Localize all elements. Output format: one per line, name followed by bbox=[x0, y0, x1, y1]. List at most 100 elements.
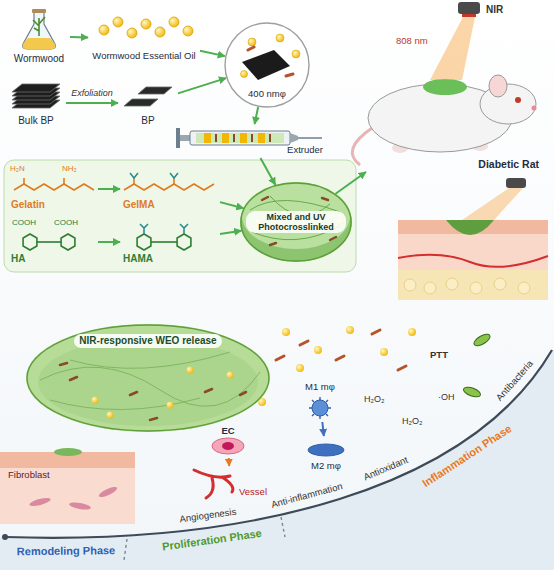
mixing-panel bbox=[4, 160, 356, 272]
bp-nanosheets bbox=[138, 87, 172, 94]
phase-label: Remodeling Phase bbox=[16, 544, 115, 558]
extruder-syringe bbox=[258, 133, 265, 143]
released-particles bbox=[346, 326, 354, 334]
skin-section bbox=[446, 220, 494, 235]
polymer-structure bbox=[137, 234, 151, 250]
hydrogel-release-body bbox=[26, 324, 270, 432]
nanocomposite-content bbox=[242, 50, 290, 80]
flow-arrow bbox=[260, 158, 275, 185]
node-text: Wormwood Essential Oil bbox=[92, 51, 195, 62]
bacteria bbox=[462, 385, 482, 399]
rat-model: Diabetic Rat bbox=[352, 56, 542, 172]
extruder-syringe bbox=[240, 133, 247, 143]
node-text: EC bbox=[221, 426, 234, 437]
flow-arrow bbox=[200, 51, 225, 56]
polymer-structure bbox=[177, 234, 191, 250]
nanocomposite-content bbox=[276, 34, 284, 42]
bulk-bp-sheets bbox=[12, 84, 60, 108]
polymer-structure bbox=[130, 173, 178, 178]
nanocomposite-circle: 400 nmφ bbox=[224, 22, 310, 108]
released-particles bbox=[282, 328, 290, 336]
bulk-bp-sheets bbox=[12, 84, 60, 92]
oil-droplets bbox=[127, 28, 137, 38]
oil-droplets bbox=[155, 27, 165, 37]
function-label: Angiogenesis bbox=[179, 506, 237, 525]
hydrogel-release-body bbox=[60, 363, 246, 420]
polymer-structure bbox=[61, 234, 75, 250]
molecule-label: ·OH bbox=[438, 392, 455, 402]
rat-figure bbox=[352, 128, 372, 165]
bp-nanosheet: BP bbox=[118, 78, 178, 128]
healed-skin bbox=[54, 448, 82, 456]
flow-arrow bbox=[255, 107, 259, 124]
node-outline bbox=[27, 325, 269, 431]
phase-band bbox=[124, 539, 127, 560]
extruder-syringe bbox=[176, 128, 180, 148]
skin-section bbox=[446, 278, 458, 290]
chemical-group: COOH bbox=[54, 218, 78, 227]
flask-icon bbox=[23, 9, 56, 49]
molecule-label: H₂O₂ bbox=[364, 394, 385, 404]
extruder-syringe bbox=[290, 133, 298, 143]
edge-label: Exfoliation bbox=[69, 88, 115, 98]
flask-icon bbox=[33, 17, 45, 36]
extruder-syringe bbox=[298, 137, 322, 139]
therapy-label: PTT bbox=[430, 350, 448, 361]
node-outline bbox=[241, 183, 351, 261]
flask-icon bbox=[23, 38, 56, 49]
polymer-structure bbox=[23, 234, 37, 250]
node-text: HA bbox=[11, 253, 25, 265]
healed-skin bbox=[29, 496, 52, 507]
hydrogel-release-body bbox=[92, 397, 99, 404]
healed-skin bbox=[98, 485, 119, 499]
skin-section bbox=[462, 188, 523, 220]
hydrogel-release-body bbox=[26, 324, 270, 432]
flow-arrow bbox=[336, 172, 366, 194]
nanocomposite-content bbox=[224, 22, 310, 108]
function-label: Antibacteria bbox=[494, 359, 535, 404]
rat-figure bbox=[423, 79, 467, 95]
function-label: Anti-inflammation bbox=[270, 481, 344, 510]
phase-label: Proliferation Phase bbox=[161, 527, 262, 553]
flow-arrow bbox=[178, 78, 226, 93]
node-text: GelMA bbox=[123, 199, 155, 211]
healed-skin bbox=[69, 501, 92, 511]
released-particles bbox=[314, 346, 322, 354]
flask-icon bbox=[23, 12, 56, 49]
flow-arrow bbox=[220, 231, 241, 234]
skin-section bbox=[470, 282, 482, 294]
nir-lamp bbox=[430, 17, 475, 80]
node-text: Vessel bbox=[239, 487, 267, 498]
molecule-label: H₂O₂ bbox=[402, 416, 423, 426]
polymer-structure bbox=[151, 241, 177, 243]
wavelength-label: 808 nm bbox=[396, 36, 428, 47]
cell-figures bbox=[194, 470, 233, 498]
node-text: Diabetic Rat bbox=[478, 158, 539, 170]
hydrogel-disc-body bbox=[240, 182, 352, 262]
bp-nanosheets bbox=[124, 87, 172, 106]
cell-figures bbox=[222, 442, 234, 450]
node-text: Extruder bbox=[287, 145, 323, 156]
phase-label: Inflammation Phase bbox=[420, 422, 514, 490]
rat-figure bbox=[489, 75, 507, 97]
released-particles bbox=[296, 364, 304, 372]
flow-arrow bbox=[322, 422, 324, 436]
blood-vessel: Vessel bbox=[190, 466, 270, 500]
skin-section bbox=[398, 220, 548, 234]
bulk-bp: Bulk BP bbox=[6, 78, 66, 128]
bp-nanosheets bbox=[124, 99, 158, 106]
flow-arrow bbox=[228, 458, 230, 466]
rat-figure bbox=[515, 97, 521, 103]
released-particles bbox=[408, 328, 416, 336]
flow-arrow bbox=[66, 102, 118, 104]
flow-arrow bbox=[98, 241, 120, 243]
polymer-structure bbox=[134, 178, 174, 184]
hydrogel-release-body bbox=[187, 367, 194, 374]
node-text: Mixed and UV Photocrosslinked bbox=[246, 211, 346, 234]
rat-figure bbox=[352, 75, 536, 165]
phase-band bbox=[281, 517, 285, 537]
nir-lamp bbox=[462, 14, 476, 17]
nanocomposite-content bbox=[248, 38, 256, 46]
skin-section bbox=[398, 178, 548, 300]
